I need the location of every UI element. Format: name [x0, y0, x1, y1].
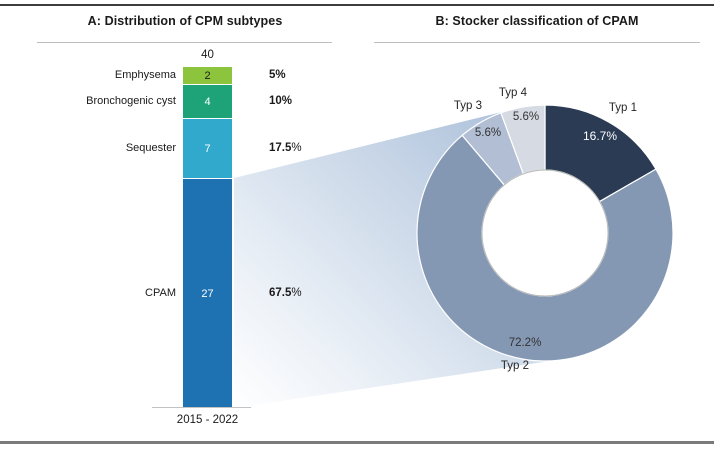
donut-pct-typ4: 5.6% — [512, 111, 540, 123]
bar-total-label: 40 — [201, 49, 214, 61]
percent-label-bronchogenic-cyst: 10% — [269, 95, 293, 107]
bar-value-cpam: 27 — [201, 287, 214, 300]
percent-label-cpam: 67.5% — [269, 287, 302, 299]
top-divider — [0, 4, 714, 6]
panel-a-title-underline — [37, 42, 332, 43]
donut-hole — [481, 169, 609, 297]
bar-value-sequester: 7 — [204, 142, 211, 155]
x-axis-label: 2015 - 2022 — [176, 414, 239, 426]
category-label-emphysema: Emphysema — [114, 69, 176, 81]
bar-value-emphysema: 2 — [204, 69, 211, 82]
panel-b-title: B: Stocker classification of CPAM — [435, 14, 639, 28]
bar-segment-cpam: 27 — [183, 178, 232, 408]
donut-pct-typ2: 72.2% — [508, 337, 542, 349]
bar-segment-emphysema: 2 — [183, 67, 232, 84]
bar-segment-sequester: 7 — [183, 118, 232, 178]
category-label-bronchogenic-cyst: Bronchogenic cyst — [86, 95, 176, 107]
donut-pct-typ1: 16.7% — [582, 129, 618, 143]
stacked-bar: 2 4 7 27 — [183, 67, 232, 408]
panel-b-title-underline — [374, 42, 700, 43]
panel-a-title: A: Distribution of CPM subtypes — [87, 14, 283, 28]
percent-label-sequester: 17.5% — [269, 142, 302, 154]
category-label-cpam: CPAM — [145, 287, 176, 299]
bottom-divider — [0, 441, 714, 444]
donut-label-typ4: Typ 4 — [498, 87, 528, 99]
donut-pct-typ3: 5.6% — [474, 127, 502, 139]
donut-label-typ1: Typ 1 — [608, 102, 638, 114]
bar-segment-bronchogenic-cyst: 4 — [183, 84, 232, 118]
category-label-sequester: Sequester — [125, 142, 176, 154]
bar-value-bronchogenic-cyst: 4 — [204, 95, 211, 108]
percent-label-emphysema: 5% — [269, 69, 286, 81]
donut-label-typ2: Typ 2 — [500, 360, 530, 372]
donut-label-typ3: Typ 3 — [453, 100, 483, 112]
bar-axis-line — [152, 407, 251, 408]
